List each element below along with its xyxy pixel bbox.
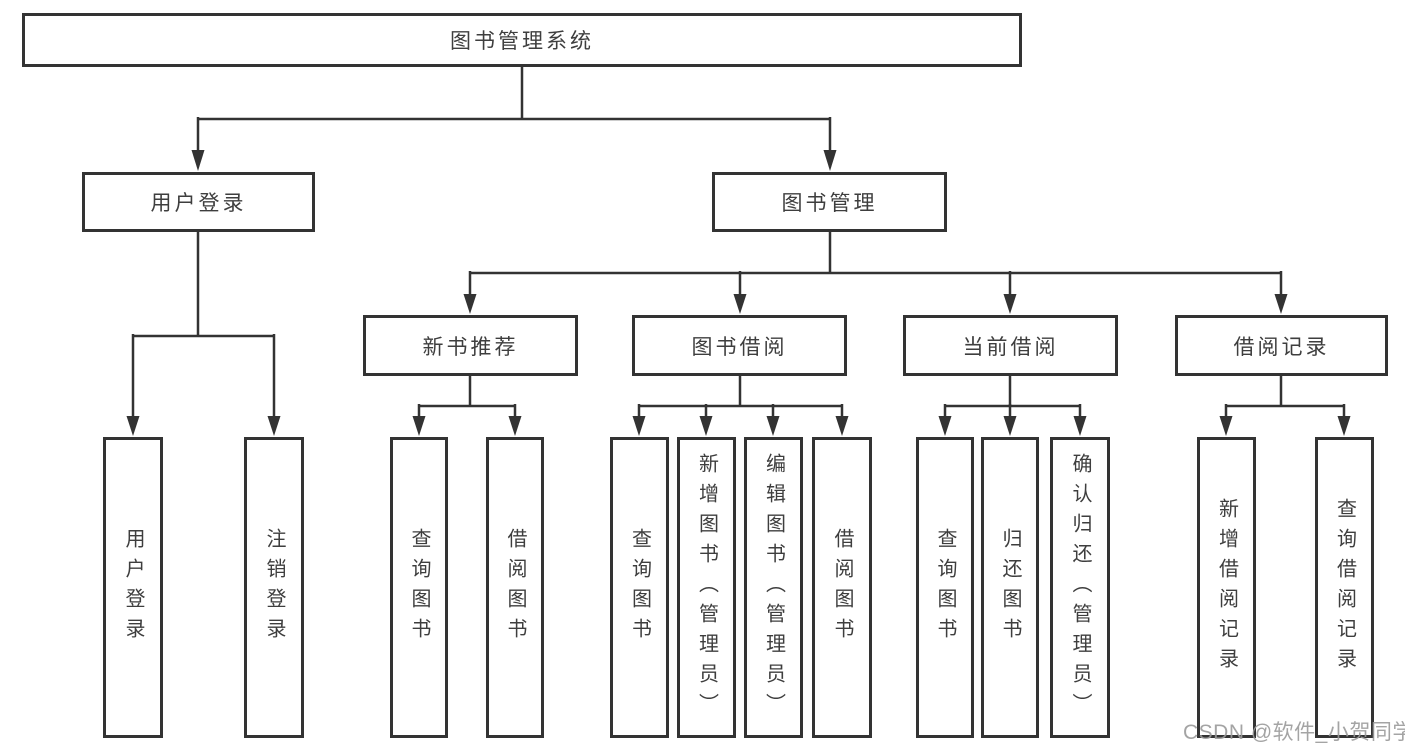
leaf-confirm-return-admin: 确认归还（管理员）: [1050, 437, 1110, 738]
leaf-add-book-admin: 新增图书（管理员）: [677, 437, 736, 738]
node-book-borrowing: 图书借阅: [632, 315, 847, 376]
node-user-login-branch: 用户登录: [82, 172, 315, 232]
node-new-book-recommend: 新书推荐: [363, 315, 578, 376]
node-book-management-branch: 图书管理: [712, 172, 947, 232]
leaf-query-book-recommend: 查询图书: [390, 437, 448, 738]
leaf-borrow-book-recommend: 借阅图书: [486, 437, 544, 738]
node-current-borrowing: 当前借阅: [903, 315, 1118, 376]
leaf-return-book: 归还图书: [981, 437, 1039, 738]
csdn-watermark: CSDN @软件_小贺同学: [1183, 721, 1405, 744]
leaf-logout: 注销登录: [244, 437, 304, 738]
leaf-borrow-book: 借阅图书: [812, 437, 872, 738]
node-root-system: 图书管理系统: [22, 13, 1022, 67]
leaf-query-borrow-record: 查询借阅记录: [1315, 437, 1374, 738]
leaf-query-book-borrowing: 查询图书: [610, 437, 669, 738]
leaf-edit-book-admin: 编辑图书（管理员）: [744, 437, 803, 738]
leaf-query-book-current: 查询图书: [916, 437, 974, 738]
leaf-user-login: 用户登录: [103, 437, 163, 738]
leaf-add-borrow-record: 新增借阅记录: [1197, 437, 1256, 738]
node-borrow-records: 借阅记录: [1175, 315, 1388, 376]
